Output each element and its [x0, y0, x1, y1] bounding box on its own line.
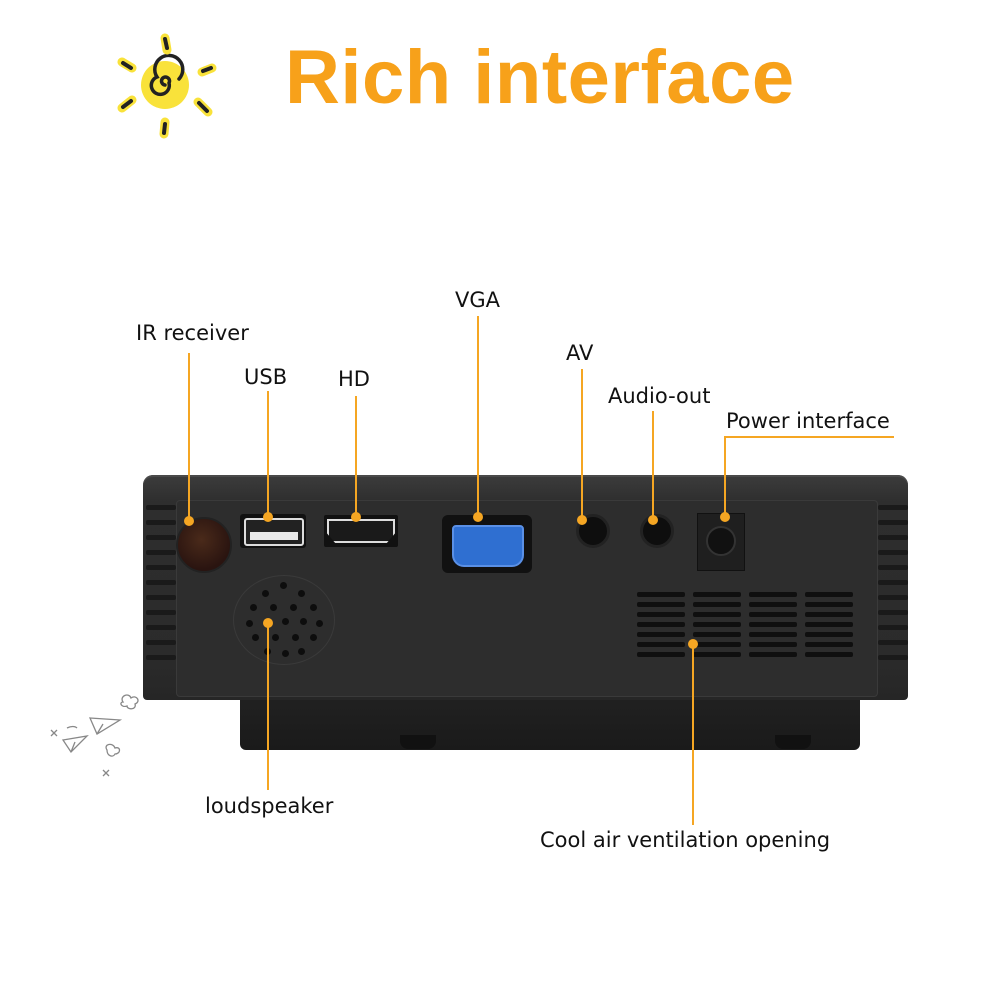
callout-label-vga: VGA: [455, 288, 501, 312]
projector-foot: [400, 735, 436, 749]
callout-dot: [648, 515, 658, 525]
callout-line: [581, 369, 583, 519]
usb-port: [240, 514, 306, 548]
callout-label-audio-out: Audio-out: [608, 384, 711, 408]
callout-dot: [351, 512, 361, 522]
callout-dot: [263, 618, 273, 628]
vga-port: [442, 515, 532, 573]
projector-foot: [775, 735, 811, 749]
side-fins-right: [878, 505, 908, 670]
ventilation-grille: [625, 588, 870, 664]
callout-dot: [263, 512, 273, 522]
callout-line: [355, 396, 357, 514]
paper-plane-doodle-icon: [50, 694, 139, 777]
callout-dot: [577, 515, 587, 525]
callout-label-ventilation: Cool air ventilation opening: [540, 828, 831, 852]
callout-line: [652, 411, 654, 518]
callout-label-ir-receiver: IR receiver: [136, 321, 249, 345]
callout-label-power-interface: Power interface: [726, 409, 890, 433]
callout-label-loudspeaker: loudspeaker: [205, 794, 334, 818]
callout-dot: [184, 516, 194, 526]
page-title: Rich interface: [285, 35, 795, 120]
loudspeaker-grille: [233, 575, 335, 665]
callout-dot: [688, 639, 698, 649]
callout-label-av: AV: [566, 341, 594, 365]
callout-line: [724, 436, 726, 516]
power-port: [697, 513, 745, 571]
sun-icon: [117, 33, 217, 139]
callout-dot: [720, 512, 730, 522]
callout-line: [267, 391, 269, 515]
hdmi-port: [324, 515, 398, 547]
callout-line: [267, 624, 269, 790]
projector-underside: [240, 690, 860, 750]
callout-line: [692, 645, 694, 825]
callout-label-usb: USB: [244, 365, 288, 389]
callout-line: [724, 436, 894, 438]
callout-line: [477, 316, 479, 514]
side-fins-left: [146, 505, 176, 670]
callout-line: [188, 353, 190, 521]
ir-receiver: [176, 517, 232, 573]
callout-label-hd: HD: [338, 367, 370, 391]
callout-dot: [473, 512, 483, 522]
